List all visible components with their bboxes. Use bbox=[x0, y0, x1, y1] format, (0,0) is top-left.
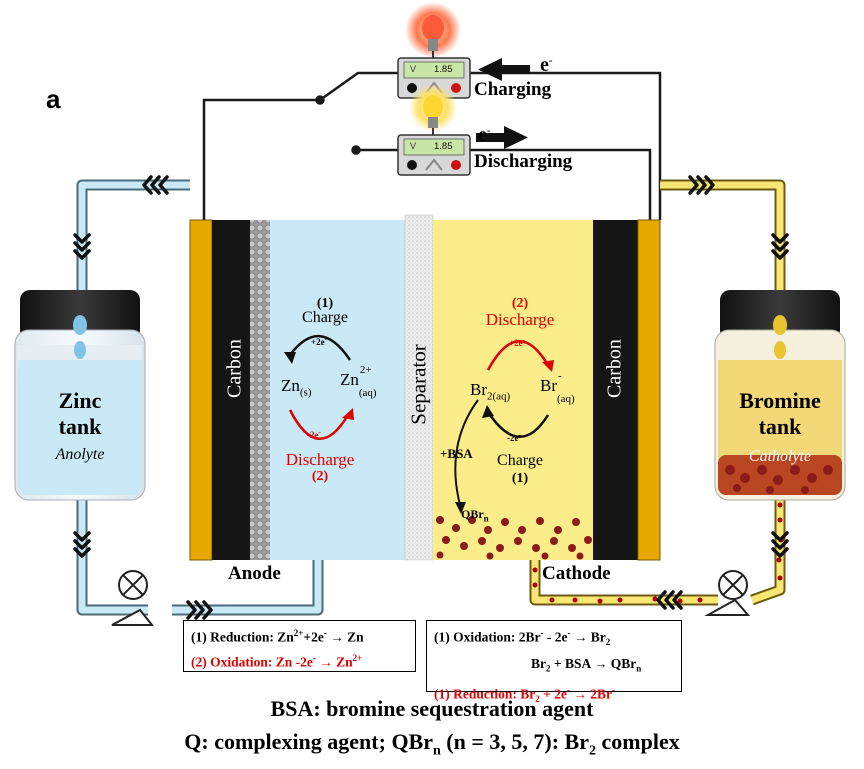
charging-voltmeter bbox=[397, 57, 471, 99]
zinc-solid-species: Zn(s) bbox=[281, 376, 312, 399]
discharging-label: Discharging bbox=[474, 151, 573, 172]
qbr-complex-droplets bbox=[436, 516, 592, 560]
discharging-meter-unit: V bbox=[410, 141, 417, 151]
cathode-discharge-electrons: +2e- bbox=[509, 335, 526, 348]
anode-reduction-equation: (1) Reduction: Zn2++2e- → Zn bbox=[191, 628, 364, 645]
caption-line-1: BSA: bromine sequestration agent bbox=[270, 696, 594, 721]
cathode-charge-label: Charge bbox=[497, 452, 543, 469]
charging-bulb-icon bbox=[405, 2, 461, 58]
anode-cycle-arrows bbox=[284, 335, 354, 440]
anode-label: Anode bbox=[228, 563, 281, 584]
cathode-cycle-arrows bbox=[454, 339, 554, 514]
cathode-oxidation-equation: (1) Oxidation: 2Br- - 2e- → Br2 bbox=[434, 628, 611, 648]
discharging-bulb-icon bbox=[409, 84, 457, 135]
flow-direction-chevrons bbox=[73, 175, 789, 620]
cathode-reduction-equation: (1) Reduction: Br2 + 2e- → 2Br- bbox=[434, 684, 615, 705]
zinc-tank-title-1: Zinc bbox=[58, 388, 102, 413]
cathode-discharge-label: Discharge bbox=[485, 310, 555, 329]
charging-electron-arrow-icon bbox=[478, 58, 530, 81]
bromine-tank-title-1: Bromine bbox=[739, 388, 821, 413]
bromine-tank-title-2: tank bbox=[758, 414, 802, 439]
anode-charge-label: Charge bbox=[302, 309, 348, 326]
bromine-tank-subtitle: Catholyte bbox=[748, 448, 812, 465]
cathode-charge-number: (1) bbox=[511, 471, 529, 486]
charging-label: Charging bbox=[474, 79, 552, 100]
zinc-tank bbox=[14, 290, 146, 501]
bromide-ion-species: Br-(aq) bbox=[540, 370, 575, 406]
anode-equations-box: (1) Reduction: Zn2++2e- → Zn (2) Oxidati… bbox=[183, 620, 416, 672]
cathode-charge-electrons: -2e- bbox=[507, 430, 521, 443]
bromine-tank bbox=[714, 290, 846, 501]
qbr-complex-label: QBrn bbox=[461, 507, 489, 524]
anode-discharge-label: Discharge bbox=[285, 450, 355, 469]
anode-discharge-electrons: -2e- bbox=[307, 427, 321, 440]
cathode-equations-box: (1) Oxidation: 2Br- - 2e- → Br2 Br2 + BS… bbox=[426, 620, 682, 704]
external-circuit-wires bbox=[202, 71, 662, 220]
anode-charge-number: (1) bbox=[316, 296, 334, 311]
cathode-label: Cathode bbox=[542, 563, 611, 584]
anolyte-pump bbox=[111, 570, 155, 626]
catholyte-pipe-droplets bbox=[532, 502, 784, 604]
charging-meter-unit: V bbox=[410, 64, 417, 74]
bsa-addition-label: +BSA bbox=[440, 446, 473, 461]
discharging-electron-arrow-icon bbox=[476, 126, 528, 149]
zinc-tank-subtitle: Anolyte bbox=[55, 446, 105, 463]
caption-line-2: Q: complexing agent; QBrn (n = 3, 5, 7):… bbox=[184, 729, 680, 759]
separator-label: Separator bbox=[406, 344, 431, 425]
panel-label: a bbox=[46, 84, 61, 114]
zinc-tank-title-2: tank bbox=[58, 414, 102, 439]
discharging-voltmeter bbox=[397, 134, 471, 176]
bsa-complexation-equation: Br2 + BSA → QBrn bbox=[531, 656, 642, 674]
catholyte-pump bbox=[704, 570, 751, 616]
right-carbon-label: Carbon bbox=[603, 339, 626, 398]
anode-oxidation-equation: (2) Oxidation: Zn -2e- → Zn2+ bbox=[191, 652, 363, 670]
discharging-electron-label: e- bbox=[478, 124, 491, 146]
charging-electron-label: e- bbox=[540, 54, 553, 76]
anode-discharge-number: (2) bbox=[311, 469, 329, 484]
charging-meter-reading: 1.85 bbox=[434, 64, 453, 75]
cathode-discharge-number: (2) bbox=[511, 296, 529, 311]
bromine-species: Br2(aq) bbox=[470, 380, 511, 403]
discharging-meter-reading: 1.85 bbox=[434, 141, 453, 152]
left-carbon-label: Carbon bbox=[223, 339, 246, 398]
anode-charge-electrons: +2e- bbox=[311, 334, 328, 347]
